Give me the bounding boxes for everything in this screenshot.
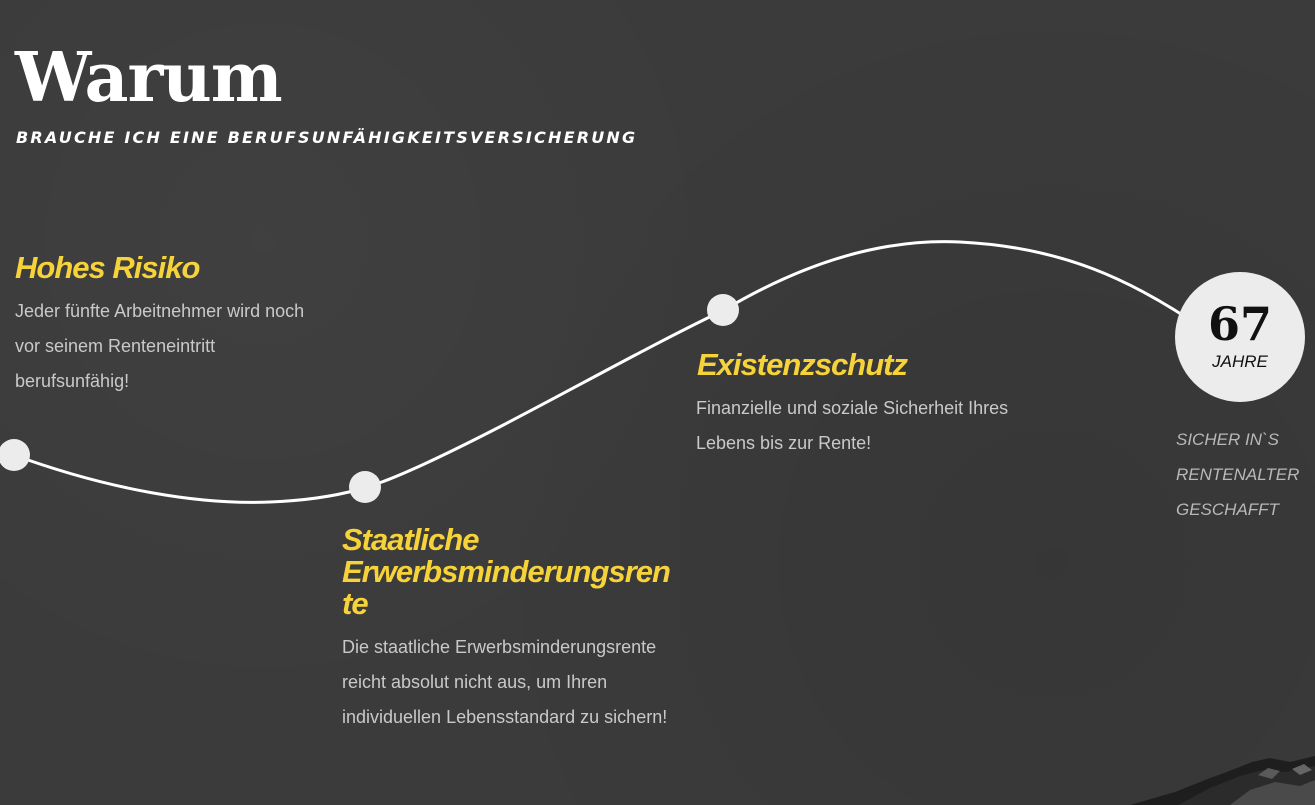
page-title: Warum [15, 38, 283, 118]
retirement-age-number: 67 [1207, 297, 1272, 351]
pension-text-line: reicht absolut nicht aus, um Ihren [342, 672, 608, 692]
goal-text-line: RENTENALTER [1176, 465, 1300, 484]
risk-heading: Hohes Risiko [15, 250, 200, 285]
risk-text-line: vor seinem Renteneintritt [15, 336, 216, 356]
existence-heading: Existenzschutz [697, 347, 908, 382]
pension-text: Die staatliche Erwerbsminderungsrente re… [342, 630, 667, 735]
retirement-age-badge: 67 JAHRE [1175, 272, 1305, 402]
pension-heading-line: Staatliche [342, 522, 479, 557]
pension-text-line: Die staatliche Erwerbsminderungsrente [342, 637, 657, 657]
goal-text-line: GESCHAFFT [1176, 500, 1279, 519]
risk-text-line: berufsunfähig! [15, 371, 130, 391]
goal-text: SICHER IN`S RENTENALTER GESCHAFFT [1176, 422, 1299, 527]
risk-text-line: Jeder fünfte Arbeitnehmer wird noch [15, 301, 305, 321]
timeline-dot-staatliche [349, 471, 381, 503]
existence-text: Finanzielle und soziale Sicherheit Ihres… [696, 391, 1008, 461]
pension-heading-line: te [342, 586, 369, 621]
pension-heading: Staatliche Erwerbsminderungsren te [342, 522, 671, 621]
timeline-dot-existenzschutz [707, 294, 739, 326]
retirement-age-unit: JAHRE [1212, 352, 1268, 371]
timeline-dot-start [0, 439, 30, 471]
existence-text-line: Lebens bis zur Rente! [696, 433, 872, 453]
page-subtitle: BRAUCHE ICH EINE BERUFSUNFÄHIGKEITSVERSI… [16, 128, 638, 147]
existence-text-line: Finanzielle und soziale Sicherheit Ihres [696, 398, 1009, 418]
pension-heading-line: Erwerbsminderungsren [342, 554, 671, 589]
goal-text-line: SICHER IN`S [1176, 430, 1279, 449]
risk-text: Jeder fünfte Arbeitnehmer wird noch vor … [15, 294, 304, 399]
pension-text-line: individuellen Lebensstandard zu sichern! [342, 707, 668, 727]
